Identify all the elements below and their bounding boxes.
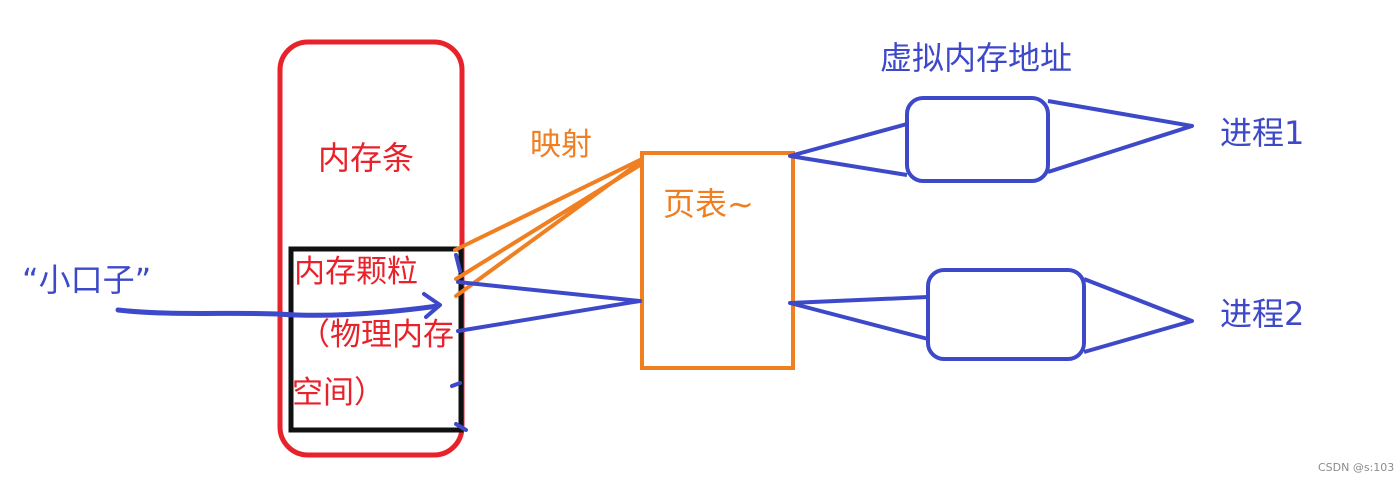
virtual-address-label: 虚拟内存地址 — [880, 39, 1073, 77]
virtual-link-right-2 — [1083, 277, 1194, 354]
page-table-box — [640, 151, 795, 370]
process-1-label: 进程1 — [1220, 114, 1305, 152]
watermark: CSDN @s:103 — [1318, 461, 1395, 474]
process-2-label: 进程2 — [1220, 295, 1305, 333]
page-table-label: 页表~ — [663, 185, 754, 223]
small-opening-arrowhead — [422, 292, 442, 319]
mapping-label: 映射 — [530, 127, 592, 163]
virtual-link-left-1 — [788, 122, 908, 177]
virtual-link-right-1 — [1047, 99, 1194, 174]
chip-tick-mid — [450, 381, 462, 388]
chip-link-lower — [456, 299, 642, 333]
chip-link-upper — [456, 280, 642, 303]
chip-tick-bottom — [454, 422, 468, 432]
space-label: 空间） — [292, 375, 385, 411]
mapping-line-lower — [454, 163, 642, 281]
memory-stick-label: 内存条 — [318, 139, 415, 177]
small-opening-arrow — [115, 303, 441, 318]
memory-chip-box — [288, 246, 464, 433]
mapping-line-upper — [453, 158, 642, 252]
virtual-memory-box-1 — [905, 96, 1050, 183]
chip-tick-top — [454, 253, 462, 273]
physical-memory-label: （物理内存 — [299, 317, 454, 353]
virtual-link-left-2 — [788, 295, 929, 341]
memory-chip-label: 内存颗粒 — [294, 254, 418, 290]
small-opening-label: “小口子” — [22, 261, 152, 299]
virtual-memory-box-2 — [926, 268, 1086, 361]
